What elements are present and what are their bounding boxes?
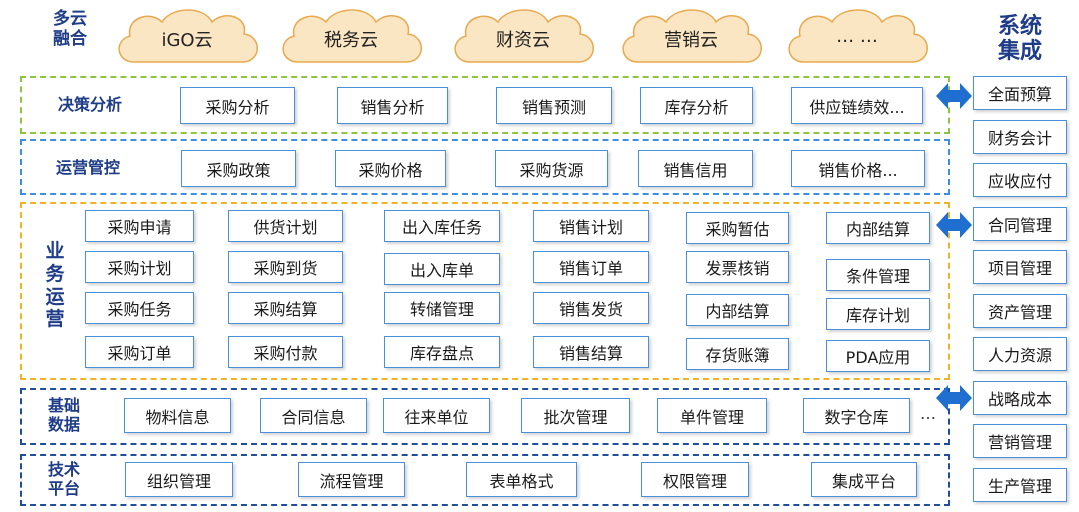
tech-platform-item: 集成平台 [811, 462, 917, 497]
cloud-5: … … [782, 4, 932, 66]
business-item: 采购申请 [85, 210, 194, 242]
business-item: 销售结算 [533, 336, 649, 368]
operation-item: 销售价格... [791, 150, 925, 187]
business-item: PDA应用 [826, 340, 930, 372]
integration-item: 应收应付 [973, 163, 1067, 197]
basic-data-item: 批次管理 [521, 398, 630, 433]
business-item: 采购到货 [228, 251, 343, 283]
business-item: 采购暂估 [686, 212, 789, 244]
business-item: 采购任务 [85, 292, 194, 324]
double-arrow-icon [936, 211, 972, 239]
tech-platform-item: 权限管理 [641, 462, 749, 497]
cloud-1: iGO云 [112, 4, 262, 66]
integration-item: 全面预算 [973, 76, 1067, 110]
business-item: 库存盘点 [384, 336, 500, 368]
business-item: 销售发货 [533, 292, 649, 324]
decision-item: 库存分析 [640, 87, 753, 124]
cloud-label: 营销云 [664, 30, 718, 51]
basic-data-item: 物料信息 [124, 398, 231, 433]
business-item: 内部结算 [826, 212, 930, 244]
business-item: 采购付款 [228, 336, 343, 368]
business-item: 转储管理 [384, 292, 500, 324]
business-item: 发票核销 [686, 251, 789, 283]
decision-analysis-label: 决策分析 [57, 95, 122, 114]
basic-data-item: 往来单位 [383, 398, 490, 433]
business-item: 条件管理 [826, 259, 930, 291]
integration-item: 财务会计 [973, 119, 1067, 154]
business-item: 销售订单 [533, 251, 649, 283]
business-item: 采购结算 [228, 292, 343, 324]
operation-item: 销售信用 [638, 150, 753, 187]
cloud-label: 税务云 [324, 30, 378, 51]
double-arrow-icon [936, 384, 972, 412]
cloud-label: … … [836, 26, 878, 47]
operation-item: 采购价格 [335, 150, 446, 187]
decision-item: 销售分析 [337, 87, 448, 124]
integration-item: 资产管理 [973, 293, 1067, 328]
integration-item: 合同管理 [973, 206, 1067, 241]
business-item: 库存计划 [826, 298, 930, 330]
operation-item: 采购货源 [495, 150, 608, 187]
basic-data-label: 基础 数据 [47, 396, 80, 435]
business-operation-label: 业 务 运 营 [45, 240, 65, 331]
business-item: 出入库单 [384, 253, 500, 285]
basic-data-item: 单件管理 [657, 398, 767, 433]
double-arrow-icon [936, 82, 972, 110]
business-item: 销售计划 [533, 210, 649, 242]
operation-item: 采购政策 [181, 150, 296, 187]
business-item: 内部结算 [686, 294, 789, 326]
business-item: 出入库任务 [384, 210, 500, 242]
basic-data-item: 数字仓库 [803, 398, 910, 433]
operation-control-label: 运营管控 [55, 158, 120, 177]
cloud-3: 财资云 [448, 4, 598, 66]
system-integration-title: 系统 集成 [997, 14, 1042, 65]
business-item: 供货计划 [228, 210, 343, 242]
tech-platform-item: 组织管理 [125, 462, 233, 497]
business-item: 采购计划 [85, 251, 194, 283]
tech-platform-label: 技术 平台 [47, 460, 80, 499]
business-item: 存货账簿 [686, 338, 789, 370]
integration-item: 项目管理 [973, 250, 1067, 284]
cloud-4: 营销云 [616, 4, 766, 66]
tech-platform-item: 表单格式 [466, 462, 577, 497]
cloud-label: 财资云 [496, 30, 550, 51]
cloud-label: iGO云 [161, 30, 213, 51]
integration-item: 营销管理 [973, 424, 1067, 458]
integration-item: 人力资源 [973, 337, 1067, 371]
multi-cloud-title: 多云 融合 [53, 9, 87, 49]
basic-data-item: 合同信息 [260, 398, 367, 433]
decision-item: 供应链绩效... [791, 87, 923, 124]
business-item: 采购订单 [85, 336, 194, 368]
decision-item: 销售预测 [496, 87, 612, 124]
integration-item: 战略成本 [973, 380, 1067, 415]
tech-platform-item: 流程管理 [298, 462, 405, 497]
integration-item: 生产管理 [973, 467, 1067, 502]
cloud-2: 税务云 [276, 4, 426, 66]
decision-item: 采购分析 [180, 87, 295, 124]
basic-data-ellipsis: … [920, 404, 936, 423]
